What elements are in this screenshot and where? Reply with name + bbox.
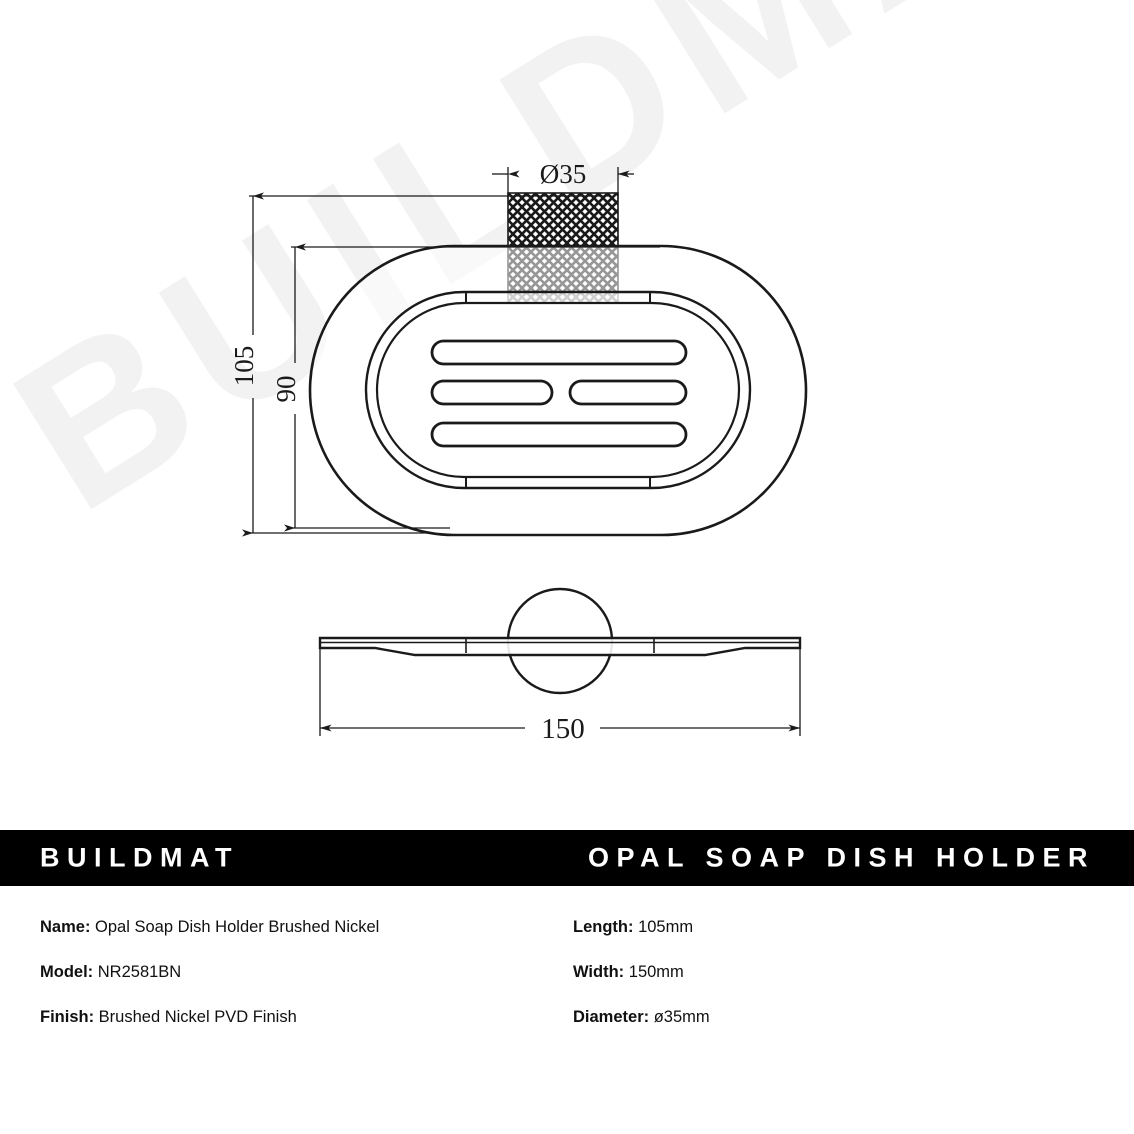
dimension-label-90: 90	[271, 376, 301, 403]
spec-row-name: Name: Opal Soap Dish Holder Brushed Nick…	[40, 905, 379, 950]
plan-view: Ø35 105 90	[229, 159, 808, 537]
brand-name: BUILDMAT	[40, 842, 239, 873]
spec-label-width: Width:	[573, 963, 625, 981]
dimension-label-diameter: Ø35	[540, 159, 587, 189]
dimension-label-150: 150	[541, 713, 585, 745]
drainage-slots	[430, 339, 688, 448]
spec-value-diameter: ø35mm	[653, 1008, 710, 1026]
dimension-label-105: 105	[229, 346, 259, 387]
spec-value-finish: Brushed Nickel PVD Finish	[98, 1008, 297, 1026]
spec-row-width: Width: 150mm	[573, 950, 710, 995]
slot-middle-right	[568, 379, 688, 406]
spec-label-finish: Finish:	[40, 1008, 95, 1026]
spec-row-diameter: Diameter: ø35mm	[573, 995, 710, 1040]
product-title: OPAL SOAP DISH HOLDER	[587, 842, 1095, 873]
inner-dish-rim	[364, 290, 752, 490]
spec-label-length: Length:	[573, 918, 634, 936]
spec-row-finish: Finish: Brushed Nickel PVD Finish	[40, 995, 379, 1040]
dimension-height-90: 90	[271, 243, 660, 532]
dimension-width-150: 150	[319, 644, 801, 745]
side-elevation-view: 150	[318, 587, 802, 745]
slot-bottom	[430, 421, 688, 448]
dish-plate-profile	[318, 636, 802, 657]
slot-middle-left	[430, 379, 554, 406]
spec-value-name: Opal Soap Dish Holder Brushed Nickel	[95, 918, 380, 936]
spec-value-width: 150mm	[628, 963, 684, 981]
spec-label-diameter: Diameter:	[573, 1008, 650, 1026]
technical-drawing: Ø35 105 90	[229, 159, 808, 745]
spec-value-length: 105mm	[638, 918, 694, 936]
spec-label-model: Model:	[40, 963, 94, 981]
slot-top	[430, 339, 688, 366]
dimension-diameter-35: Ø35	[492, 159, 634, 199]
spec-row-length: Length: 105mm	[573, 905, 710, 950]
dimension-height-105: 105	[229, 192, 610, 537]
spec-column-left: Name: Opal Soap Dish Holder Brushed Nick…	[40, 905, 379, 1040]
spec-row-model: Model: NR2581BN	[40, 950, 379, 995]
spec-label-name: Name:	[40, 918, 91, 936]
spec-column-right: Length: 105mm Width: 150mm Diameter: ø35…	[573, 905, 710, 1040]
title-banner: BUILDMAT OPAL SOAP DISH HOLDER	[0, 830, 1134, 886]
spec-value-model: NR2581BN	[97, 963, 182, 981]
